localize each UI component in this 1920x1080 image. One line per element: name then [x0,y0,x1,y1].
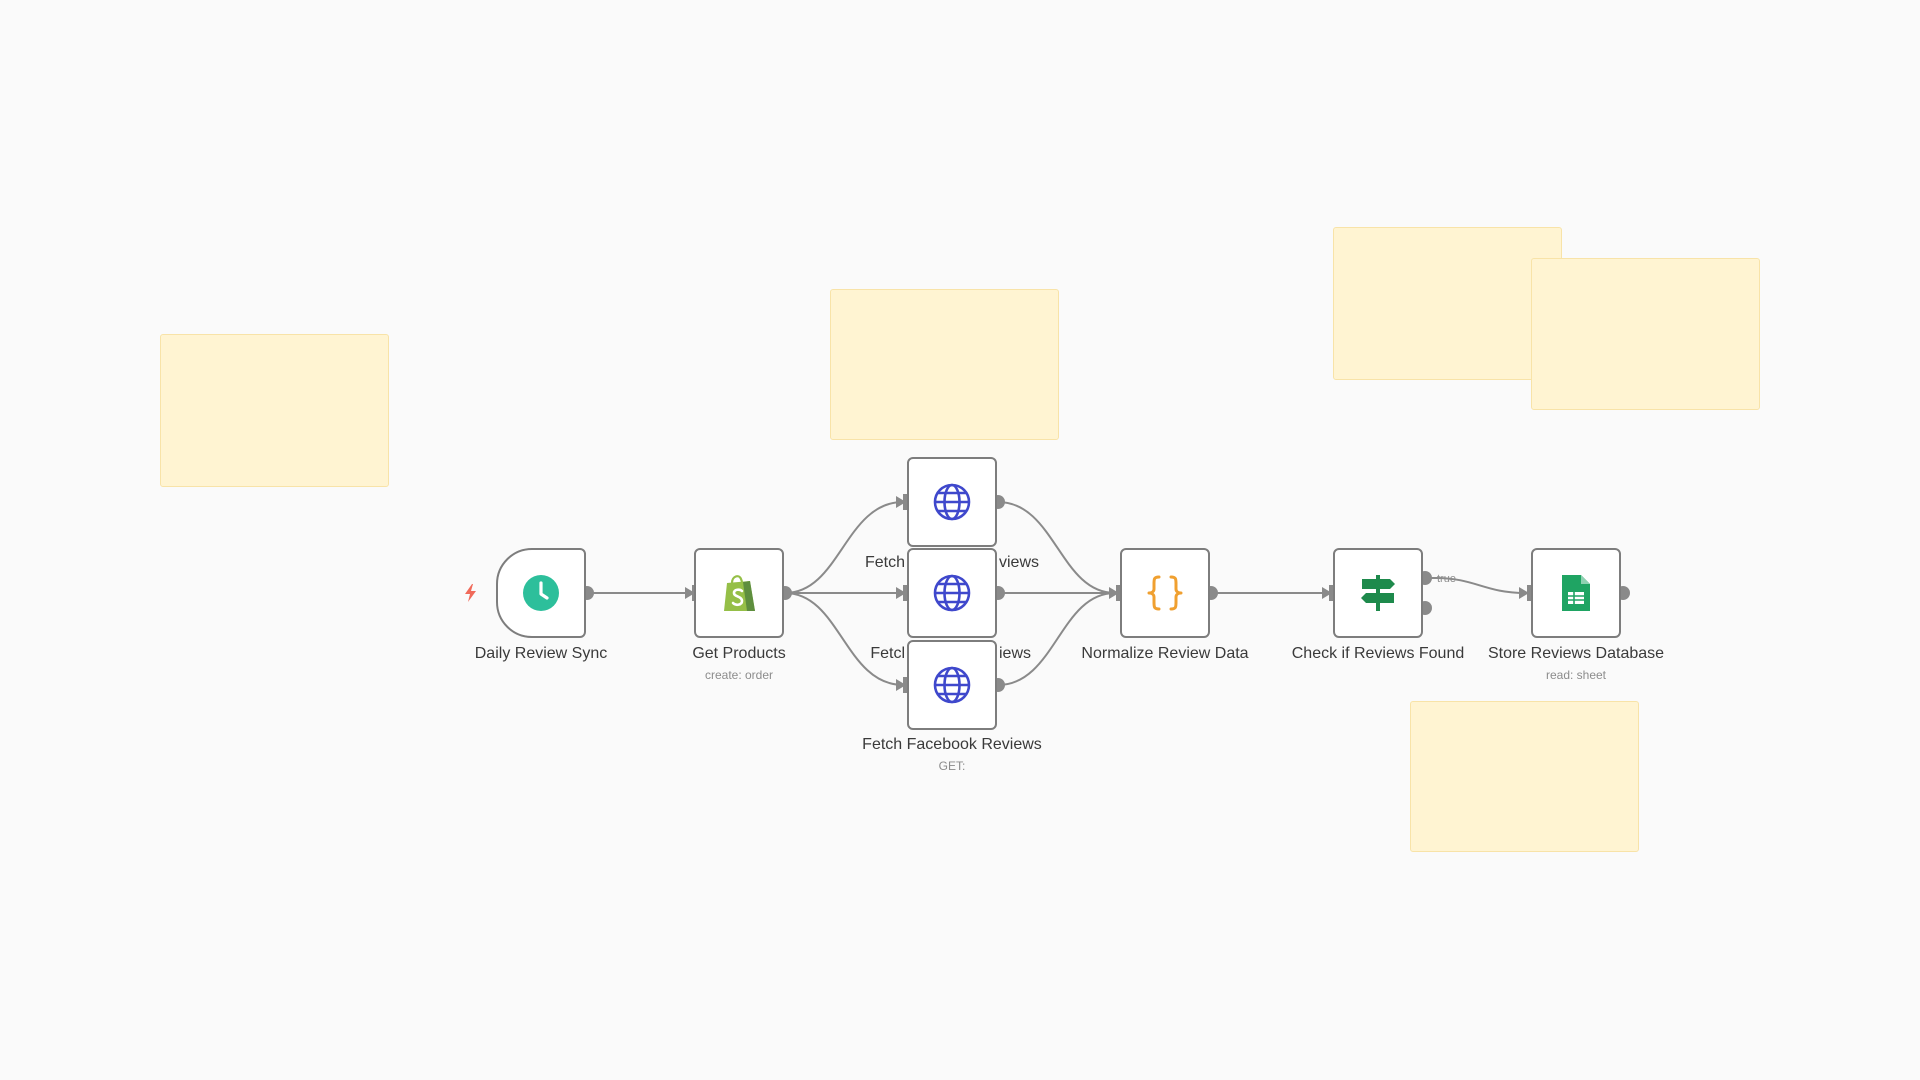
node-subtitle: GET: [938,759,966,773]
node-label: Fetch Facebook Reviews [862,736,1042,753]
node-label-left-fragment: Fetcl [870,645,905,662]
sticky-note[interactable] [1333,227,1562,380]
edge-label-true: true [1437,573,1456,585]
arrow-head [896,587,906,599]
node-label: Daily Review Sync [474,645,608,662]
google-sheets-icon [1554,571,1598,615]
code-braces-icon [1143,571,1187,615]
globe-icon [930,571,974,615]
node-label-right-fragment: iews [999,645,1032,662]
trigger-bolt-icon [465,584,476,602]
node-subtitle: read: sheet [1545,668,1607,682]
sticky-note[interactable] [830,289,1059,440]
node-store-reviews-database[interactable] [1531,548,1621,638]
node-normalize-review-data[interactable] [1120,548,1210,638]
node-subtitle: create: order [704,668,774,682]
sticky-note[interactable] [160,334,389,487]
clock-icon [519,571,563,615]
node-check-if-reviews-found[interactable] [1333,548,1423,638]
connection-line [997,501,1116,594]
arrow-head [896,496,906,508]
globe-icon [930,480,974,524]
connection-line [1425,577,1526,594]
shopify-icon [717,571,761,615]
connection-line [997,592,1116,686]
node-fetch-reviews-top[interactable] [907,457,997,547]
globe-icon [930,663,974,707]
arrow-head [896,679,906,691]
node-label-left-fragment: Fetch [864,554,905,571]
connection-line [784,501,904,594]
sticky-note[interactable] [1410,701,1639,852]
node-label: Check if Reviews Found [1291,645,1465,662]
node-label: Store Reviews Database [1487,645,1665,662]
sticky-note[interactable] [1531,258,1760,410]
node-fetch-reviews-middle[interactable] [907,548,997,638]
node-daily-review-sync[interactable] [496,548,586,638]
node-get-products[interactable] [694,548,784,638]
node-label: Normalize Review Data [1081,645,1249,662]
node-label-right-fragment: views [999,554,1040,571]
arrow-head [1519,587,1529,599]
arrow-head [1109,587,1119,599]
node-label: Get Products [692,645,786,662]
node-fetch-facebook-reviews[interactable] [907,640,997,730]
signpost-icon [1356,571,1400,615]
arrow-head [1322,587,1332,599]
